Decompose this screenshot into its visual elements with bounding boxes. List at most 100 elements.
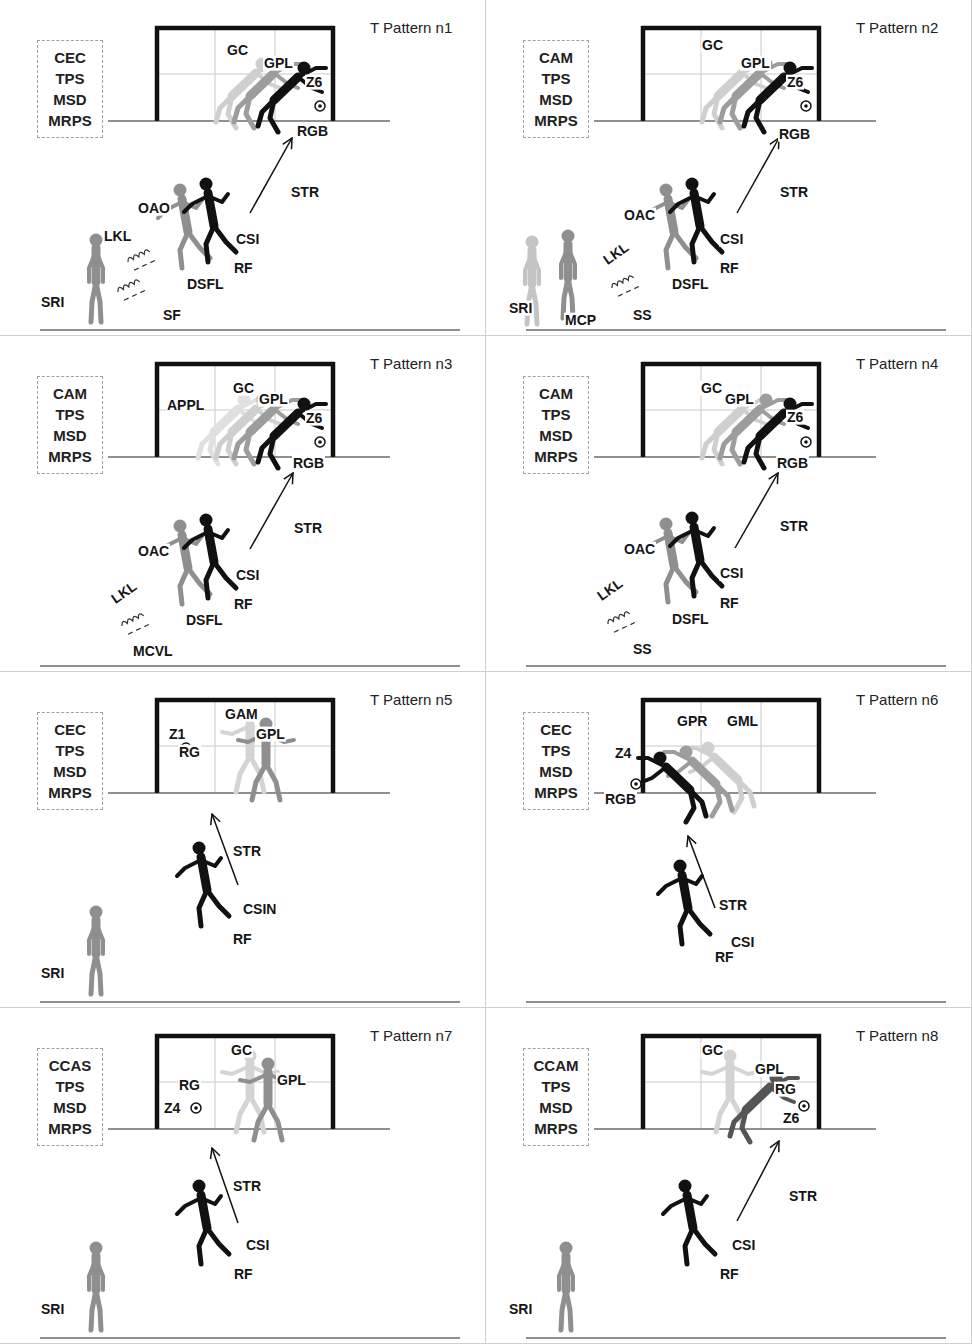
code-text: MSD <box>44 89 96 110</box>
body-part <box>214 562 236 588</box>
body-part <box>199 890 207 926</box>
figure-label: OAO <box>137 201 171 216</box>
body-part <box>734 780 742 812</box>
figure-label: GC <box>230 1043 253 1058</box>
player-head <box>298 398 311 411</box>
ball-patch <box>318 440 322 444</box>
ball-trajectory <box>117 277 148 301</box>
figure-label: RF <box>719 1267 740 1282</box>
figure-label: RGB <box>604 792 637 807</box>
figure-label: GPL <box>754 1062 785 1077</box>
player-figure <box>184 178 236 263</box>
player-head <box>702 742 715 755</box>
code-box: CECTPSMSDMRPS <box>37 40 103 138</box>
figure-label: CSI <box>730 935 755 950</box>
player-figure <box>702 394 770 465</box>
figure-label: CSI <box>719 566 744 581</box>
body-part <box>270 100 278 132</box>
goal-frame <box>157 1036 333 1129</box>
field-line <box>526 329 946 330</box>
code-box: CECTPSMSDMRPS <box>523 712 589 810</box>
body-part <box>685 1228 693 1264</box>
player-head <box>90 1242 103 1255</box>
code-text: MRPS <box>530 110 582 131</box>
player-head <box>274 58 287 71</box>
player-head <box>686 178 699 191</box>
code-box: CAMTPSMSDMRPS <box>523 376 589 474</box>
player-head <box>256 394 269 407</box>
pattern-panel: T Pattern n8CCAMTPSMSDMRPS <box>486 1008 972 1344</box>
player-head <box>200 514 213 527</box>
shot-arrow <box>250 473 293 549</box>
body-part <box>700 226 722 252</box>
shot-arrow <box>737 138 779 213</box>
shot-arrow <box>735 473 778 548</box>
player-head <box>526 236 539 249</box>
body-part <box>746 1087 770 1110</box>
body-part <box>682 876 702 884</box>
body-part <box>274 77 298 100</box>
figure-label: RGB <box>292 456 325 471</box>
panel-illustration <box>40 1036 460 1338</box>
figure-label: GC <box>701 38 724 53</box>
player-figure <box>89 234 103 323</box>
ball <box>801 101 811 111</box>
body-part <box>208 530 228 538</box>
figure-label: SRI <box>40 966 65 981</box>
figure-label: Z6 <box>782 1111 800 1126</box>
code-text: MRPS <box>530 1118 582 1139</box>
figure-label: SS <box>632 642 653 657</box>
player-figure <box>638 752 706 823</box>
code-text: MSD <box>530 89 582 110</box>
player-head <box>724 1050 737 1063</box>
player-head <box>742 58 755 71</box>
code-text: MRPS <box>530 782 582 803</box>
body-part <box>177 1198 201 1214</box>
figure-label: GC <box>226 43 249 58</box>
player-head <box>200 178 213 191</box>
ball-patch <box>804 440 808 444</box>
body-part <box>525 253 532 284</box>
figure-label: STR <box>718 898 748 913</box>
body-part <box>700 560 722 586</box>
panel-heading: T Pattern n4 <box>854 356 940 373</box>
field-line <box>40 329 460 330</box>
player-figure <box>177 842 229 927</box>
player-head <box>244 1050 257 1063</box>
player-figure <box>663 1180 715 1265</box>
body-part <box>222 726 250 734</box>
figure-label: OAC <box>623 208 656 223</box>
ball-patch <box>194 1106 198 1110</box>
body-part <box>254 1104 268 1140</box>
pattern-panel: T Pattern n5CECTPSMSDMRPS <box>0 672 486 1008</box>
figure-label: Z6 <box>786 75 804 90</box>
trajectory-dash <box>134 259 158 270</box>
figure-label: GC <box>232 381 255 396</box>
body-part <box>732 96 740 128</box>
ball <box>315 437 325 447</box>
code-box: CAMTPSMSDMRPS <box>37 376 103 474</box>
body-part <box>692 226 700 262</box>
figure-label: APPL <box>166 398 205 413</box>
player-head <box>260 718 273 731</box>
code-text: MSD <box>44 425 96 446</box>
figure-label: STR <box>293 521 323 536</box>
figure-label: RF <box>233 597 254 612</box>
player-head <box>238 394 251 407</box>
code-text: CCAM <box>530 1055 582 1076</box>
trajectory-dash <box>128 623 152 634</box>
figure-label: SRI <box>40 295 65 310</box>
player-figure <box>238 718 294 801</box>
ball <box>181 743 191 753</box>
body-part <box>250 409 274 432</box>
code-text: TPS <box>530 1076 582 1097</box>
goal-frame <box>157 700 333 793</box>
body-part <box>206 562 214 598</box>
body-part <box>756 100 764 132</box>
player-figure <box>240 1058 296 1141</box>
body-part <box>666 767 690 790</box>
figure-label: DSFL <box>671 612 710 627</box>
code-text: TPS <box>530 68 582 89</box>
ball-trajectory <box>127 247 158 271</box>
figure-label: STR <box>290 185 320 200</box>
